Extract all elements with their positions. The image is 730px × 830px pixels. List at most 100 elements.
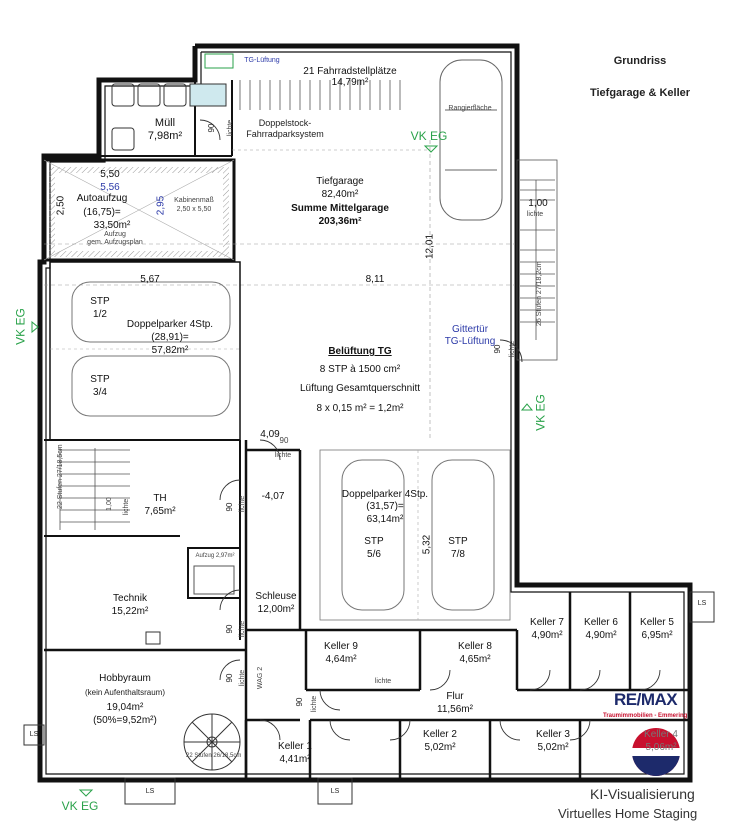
dim-100-stair: 1,00 — [528, 198, 548, 209]
wag2-label: WAG 2 — [257, 666, 264, 690]
dim-407: -4,07 — [261, 491, 285, 502]
bike-racks — [204, 53, 401, 110]
dim-550: 5,50 — [100, 169, 120, 180]
tg-lueftung-top: TG-Lüftung — [244, 57, 280, 64]
autoaufzug-area: 33,50m² — [93, 220, 131, 231]
keller5-name: Keller 5 — [640, 617, 674, 628]
keller2-name: Keller 2 — [423, 729, 457, 740]
door-90-muell: 90 — [207, 123, 216, 133]
vk-eg-top: VK EG — [410, 129, 448, 143]
hobbyraum-area: 19,04m² — [106, 702, 144, 713]
belueftung-line1: 8 STP à 1500 cm² — [319, 364, 401, 375]
remax-logo: RE/MAX — [614, 690, 678, 709]
belueftung-line2: Lüftung Gesamtquerschnitt — [299, 383, 421, 394]
door-90-flur: 90 — [295, 697, 304, 707]
autoaufzug-note2: gem. Aufzugsplan — [87, 239, 143, 246]
doppelparker2-area: 63,14m² — [366, 514, 404, 525]
door-90-gitter: 90 — [493, 344, 502, 354]
keller3-area: 5,02m² — [537, 742, 569, 753]
licht-label-keller9: lichte — [374, 678, 392, 685]
plan-subtitle: Tiefgarage & Keller — [589, 87, 691, 99]
ls-boxes — [23, 591, 715, 805]
watermark-line2: Virtuelles Home Staging — [558, 806, 698, 821]
doppelparker2-calc: (31,57)= — [366, 501, 404, 512]
fahrrad-name: 21 Fahrradstellplätze — [303, 66, 397, 77]
stp2-label: STP — [90, 374, 110, 385]
door-swings — [199, 119, 661, 741]
stufen-th: 22 Stufen 27/18,5cm — [57, 444, 64, 509]
dim-100-th: 1,00 — [106, 497, 113, 511]
rangierflaeche: Rangierfläche — [448, 105, 492, 112]
vk-eg-right: VK EG — [533, 394, 548, 431]
th-area: 7,65m² — [144, 506, 176, 517]
keller3-name: Keller 3 — [536, 729, 570, 740]
vk-eg-left: VK EG — [13, 308, 28, 345]
dim-532: 5,32 — [421, 534, 433, 555]
stp7-number: 7/8 — [451, 549, 465, 560]
doppelparker1-name: Doppelparker 4Stp. — [126, 319, 214, 330]
licht-label-flur: lichte — [311, 695, 318, 713]
stp7-label: STP — [448, 536, 468, 547]
kabine-dim: 2,50 x 5,50 — [176, 206, 212, 213]
car-top-right — [439, 59, 503, 221]
gittertuer-line1: Gittertür — [451, 324, 489, 335]
dim-811: 8,11 — [365, 274, 385, 285]
doppelparker1-area: 57,82m² — [151, 345, 189, 356]
ls-left: LS — [29, 731, 39, 738]
kabine-label: Kabinenmaß — [174, 197, 214, 204]
autoaufzug-name: Autoaufzug — [76, 193, 128, 204]
keller6-area: 4,90m² — [585, 630, 617, 641]
licht-label-gitter: lichte — [509, 340, 516, 358]
autoaufzug-note1: Aufzug — [104, 231, 126, 238]
keller6-name: Keller 6 — [584, 617, 618, 628]
keller4-area: 5,06m² — [645, 742, 677, 753]
doppelparker2-name: Doppelparker 4Stp. — [341, 489, 429, 500]
stp1-number: 1/2 — [93, 309, 107, 320]
schleuse-area: 12,00m² — [257, 604, 295, 615]
stp5-number: 5/6 — [367, 549, 381, 560]
technik-area: 15,22m² — [111, 606, 149, 617]
stair-th — [59, 448, 130, 530]
keller1-name: Keller 1 — [278, 741, 312, 752]
licht-label-th: lichte — [123, 498, 130, 516]
belueftung-title: Belüftung TG — [328, 346, 392, 357]
schleuse-walls — [246, 448, 517, 632]
bins — [111, 83, 227, 151]
autoaufzug-calc: (16,75)= — [83, 207, 121, 218]
keller2-area: 5,02m² — [424, 742, 456, 753]
aufzug-shaft — [187, 547, 241, 599]
ls-bottom-2: LS — [330, 788, 340, 795]
tiefgarage-name: Tiefgarage — [316, 176, 364, 187]
ls-right: LS — [697, 600, 707, 607]
schleuse-name: Schleuse — [255, 591, 297, 602]
vk-eg-bottom: VK EG — [61, 799, 99, 813]
th-room — [44, 439, 241, 640]
fahrrad-area: 14,79m² — [331, 77, 369, 88]
vk-markers — [31, 145, 534, 797]
doppelstock-line1: Doppelstock- — [258, 118, 312, 128]
doppelstock-line2: Fahrradparksystem — [246, 129, 324, 139]
ls-bottom-1: LS — [145, 788, 155, 795]
th-name: TH — [153, 493, 167, 504]
stair-right — [516, 159, 558, 361]
aufzug-label: Aufzug 2,97m² — [195, 553, 235, 559]
door-90-hobby: 90 — [225, 673, 234, 683]
licht-label-technik: lichte — [239, 620, 246, 638]
muell-name: Müll — [154, 117, 176, 129]
licht-label-th-door: lichte — [239, 495, 246, 513]
keller4-name: Keller 4 — [644, 729, 678, 740]
spiral-stair — [183, 713, 241, 771]
doppelparker1-calc: (28,91)= — [151, 332, 189, 343]
autoaufzug-box — [42, 158, 236, 262]
dim-556: 5,56 — [100, 182, 120, 193]
licht-label-stair: lichte — [526, 211, 544, 218]
summe-name: Summe Mittelgarage — [291, 203, 389, 214]
belueftung-line3: 8 x 0,15 m² = 1,2m² — [316, 403, 404, 414]
stp5-label: STP — [364, 536, 384, 547]
keller8-area: 4,65m² — [459, 654, 491, 665]
tiefgarage-area: 82,40m² — [321, 189, 359, 200]
gittertuer-line2: TG-Lüftung — [444, 336, 496, 347]
licht-label-hobby: lichte — [239, 669, 246, 687]
keller5-area: 6,95m² — [641, 630, 673, 641]
